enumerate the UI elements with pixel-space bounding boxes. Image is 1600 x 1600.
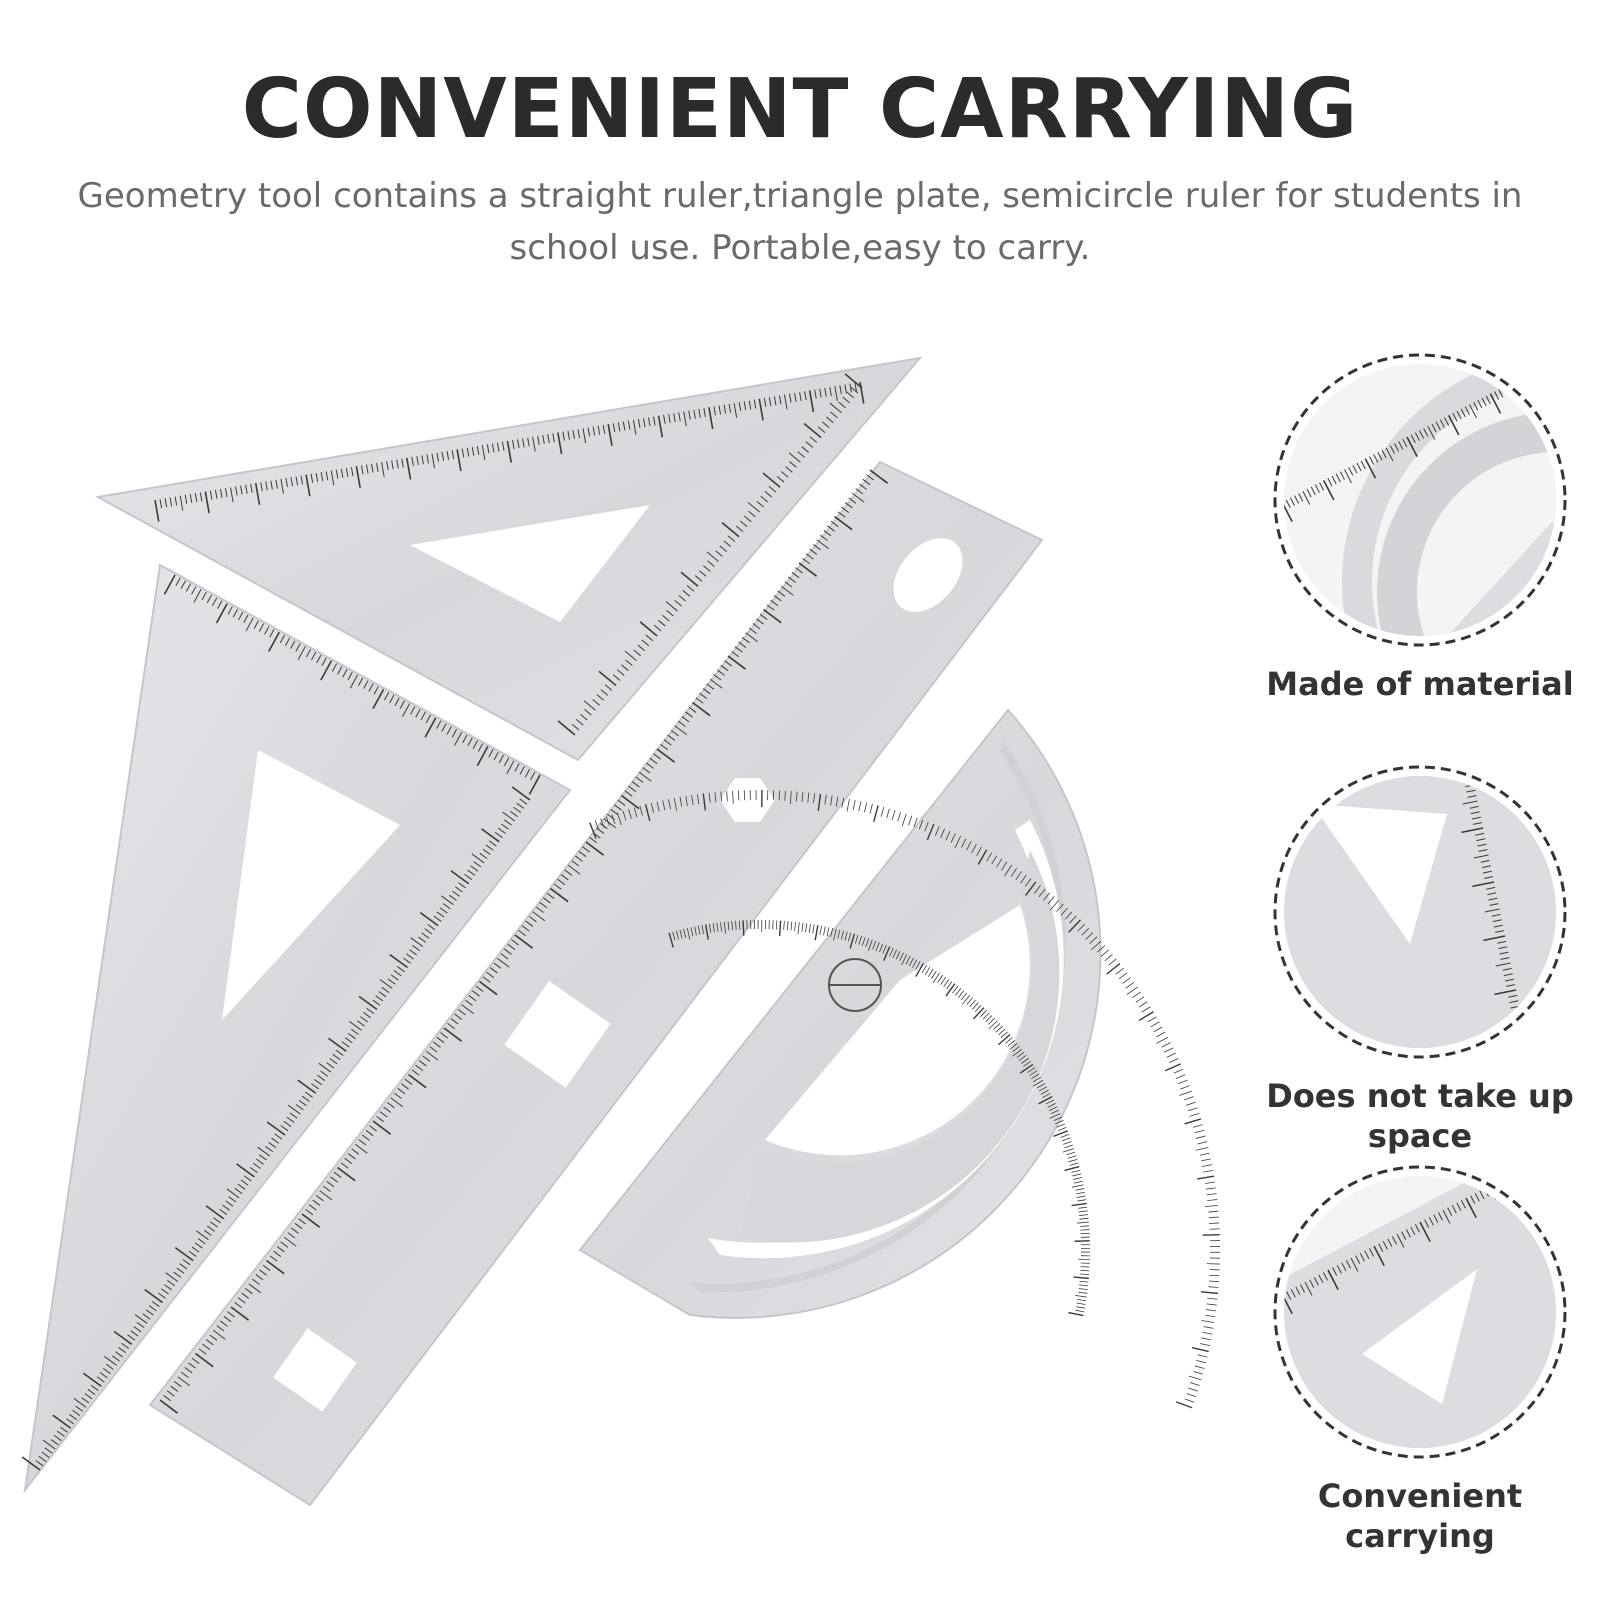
straight-ruler-scale: [159, 469, 889, 1414]
feature-circle-material: [1272, 352, 1568, 648]
feature-circle-space: [1272, 764, 1568, 1060]
feature-label-space: Does not take up space: [1266, 1077, 1574, 1155]
triangle-plate-45: [94, 356, 923, 762]
protractor-scale: [589, 790, 1220, 1409]
feature-label-carrying: Convenient carrying: [1317, 1477, 1523, 1555]
triangle-plate-60: [21, 563, 572, 1494]
protractor: [578, 708, 1220, 1409]
feature-label-material: Made of material: [1266, 665, 1574, 703]
feature-circle-carrying: [1272, 1164, 1568, 1460]
subtitle: Geometry tool contains a straight ruler,…: [77, 176, 1523, 268]
straight-ruler: [148, 460, 1044, 1507]
triangle-plate-60-scale: [21, 574, 541, 1471]
headline: CONVENIENT CARRYING: [241, 62, 1359, 157]
triangle-plate-45-scale: [154, 373, 865, 736]
